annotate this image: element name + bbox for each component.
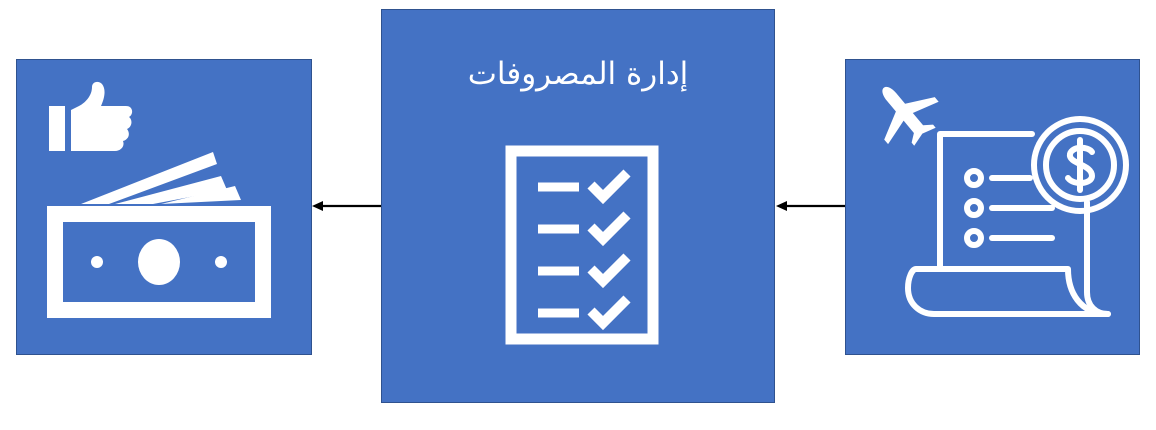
expense-management-box: إدارة المصروفات: [381, 9, 775, 403]
expense-management-title: إدارة المصروفات: [467, 56, 689, 92]
thumbs-up-icon: [49, 81, 133, 151]
receipt-dollar-icon: [905, 116, 1129, 317]
arrow-center-to-left: [312, 201, 381, 211]
airplane-icon: [882, 86, 939, 146]
travel-receipt-box: [845, 59, 1140, 355]
money-bills-icon: [47, 152, 271, 318]
payment-approved-box: [16, 59, 312, 355]
arrow-right-to-center: [776, 201, 845, 211]
checklist-icon: [505, 145, 659, 345]
